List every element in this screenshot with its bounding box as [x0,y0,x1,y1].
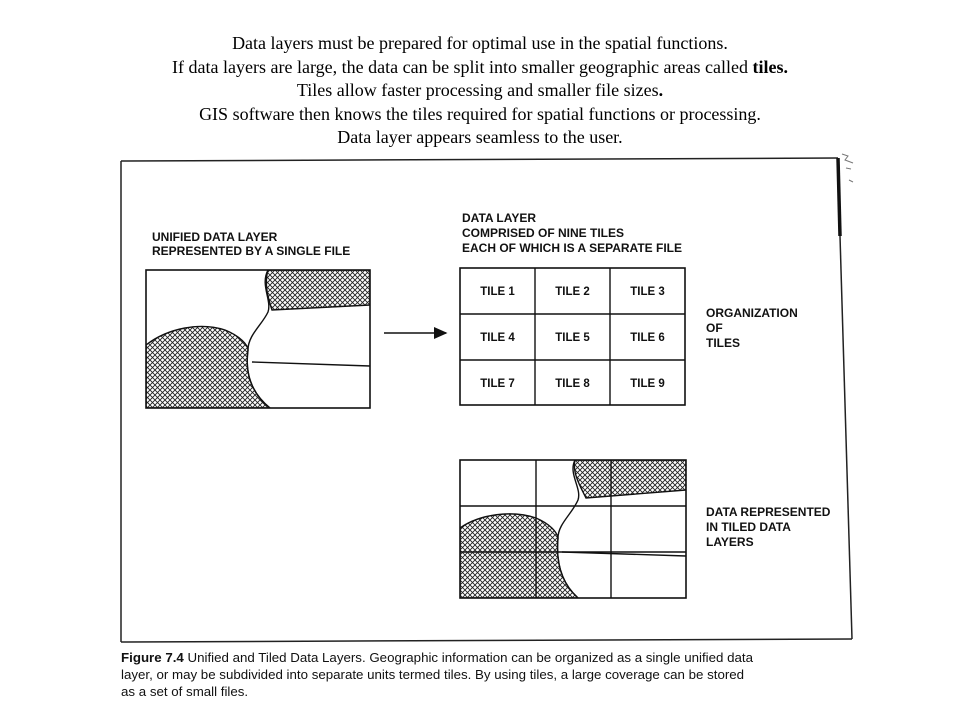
intro-line-5: Data layer appears seamless to the user. [337,127,623,147]
tile-5-label: TILE 5 [555,332,590,344]
intro-line-2-bold: tiles. [752,56,788,77]
caption-line-3: as a set of small files. [121,684,249,699]
caption-figure-number: Figure 7.4 [121,650,184,665]
caption-line-1: Figure 7.4 Unified and Tiled Data Layers… [121,649,853,666]
figure-frame [120,153,854,643]
unified-boundary-curve [246,270,271,408]
tiled-hatched-region-top [573,460,686,499]
figure-caption: Figure 7.4 Unified and Tiled Data Layers… [121,649,853,700]
unified-label-line-2: REPRESENTED BY A SINGLE FILE [152,244,350,258]
tiled-label-line-3: EACH OF WHICH IS A SEPARATE FILE [462,241,682,255]
unified-label-line-1: UNIFIED DATA LAYER [152,230,278,244]
represented-label-line-2: IN TILED DATA [706,520,791,534]
intro-text: Data layers must be prepared for optimal… [0,32,960,150]
tile-8-label: TILE 8 [555,378,590,390]
organization-label-line-3: TILES [706,336,740,350]
intro-line-3-text: Tiles allow faster processing and smalle… [296,80,659,100]
caption-line-2: layer, or may be subdivided into separat… [121,667,745,682]
organization-label-line-1: ORGANIZATION [706,306,798,320]
tiled-label-line-2: COMPRISED OF NINE TILES [462,226,624,240]
organization-label-line-2: OF [706,321,723,335]
unified-data-layer-map [145,269,371,409]
intro-line-4: GIS software then knows the tiles requir… [199,103,761,124]
tile-7-label: TILE 7 [480,378,515,390]
caption-line-1-text: Unified and Tiled Data Layers. Geographi… [183,650,753,665]
tiled-data-layer-map [459,459,687,599]
intro-line-3-bold: . [658,80,664,100]
intro-line-1: Data layers must be prepared for optimal… [232,33,728,53]
tile-1-label: TILE 1 [480,286,515,298]
tile-grid: TILE 1 TILE 2 TILE 3 TILE 4 TILE 5 TILE … [459,267,686,406]
tiled-label-line-1: DATA LAYER [462,211,536,225]
represented-label-line-1: DATA REPRESENTED [706,505,831,519]
unified-hatched-region-top [265,270,370,311]
tile-3-label: TILE 3 [630,286,665,298]
represented-label-line-3: LAYERS [706,535,754,549]
tile-2-label: TILE 2 [555,286,590,298]
intro-line-3: Tiles allow faster processing and smalle… [0,79,960,103]
tiled-boundary-curve [556,460,580,598]
tile-9-label: TILE 9 [630,378,665,390]
tile-4-label: TILE 4 [480,332,515,344]
tile-6-label: TILE 6 [630,332,665,344]
unified-stream-line [251,361,370,367]
intro-line-2-text: If data layers are large, the data can b… [172,56,753,77]
intro-line-2: If data layers are large, the data can b… [0,56,960,80]
